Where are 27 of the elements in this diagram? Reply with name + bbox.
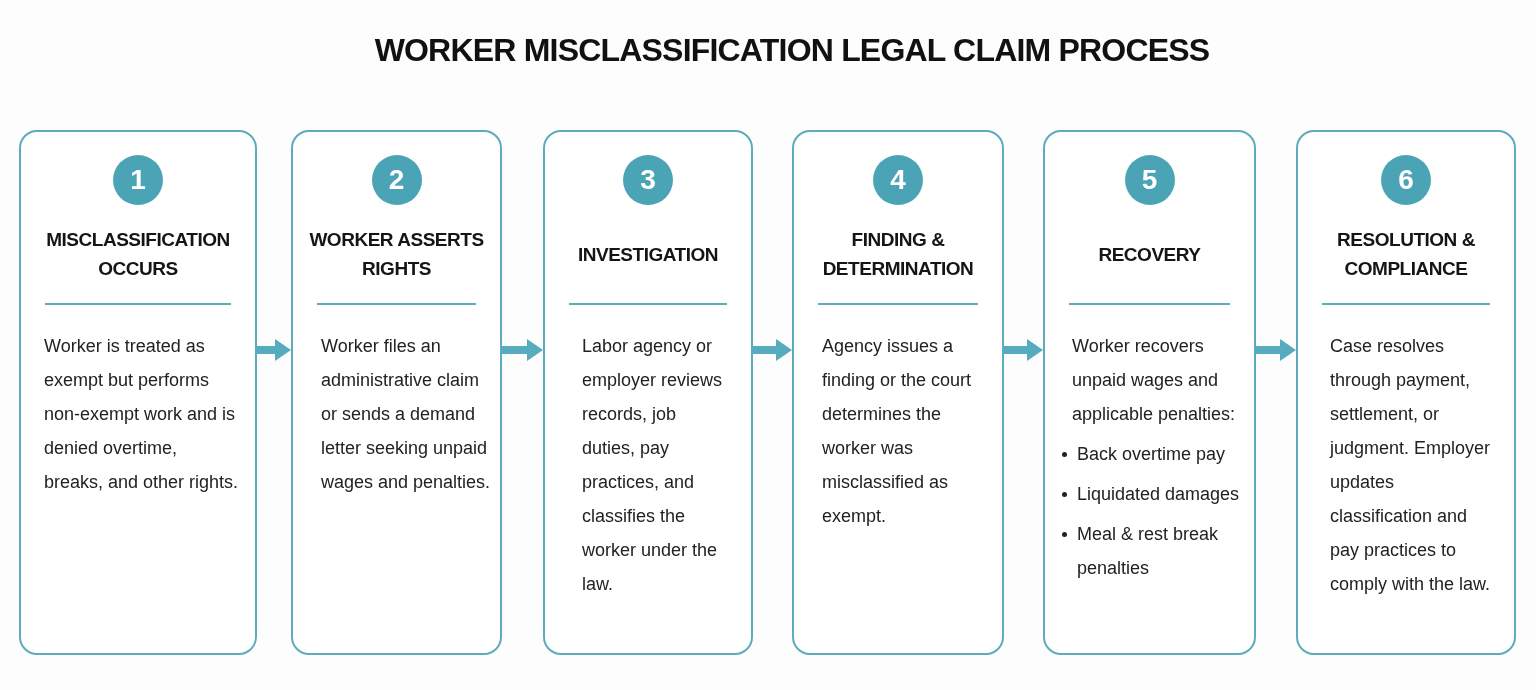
step-heading: RESOLUTION & COMPLIANCE — [1336, 228, 1476, 281]
step-card — [291, 130, 502, 655]
step-card — [1043, 130, 1256, 655]
step-card — [1296, 130, 1516, 655]
diagram-title: WORKER MISCLASSIFICATION LEGAL CLAIM PROCESS — [374, 31, 1210, 70]
step-description: Worker recovers unpaid wages and applicable penalties: — [1072, 335, 1237, 426]
arrow — [257, 339, 291, 361]
step-heading: INVESTIGATION — [577, 242, 719, 267]
arrow — [1256, 339, 1296, 361]
step-heading: WORKER ASSERTS RIGHTS — [308, 228, 485, 281]
arrow — [502, 339, 543, 361]
step-description: Agency issues a finding or the court determines the worker was misclassified as exempt. — [822, 335, 973, 528]
step-heading: FINDING & DETERMINATION — [821, 228, 975, 281]
bullet-text: Liquidated damages — [1077, 483, 1240, 506]
step-description: Labor agency or employer reviews records, job duties, pay practices, and classifies the worker under the law. — [582, 335, 724, 596]
arrow — [753, 339, 792, 361]
step-description: Worker is treated as exempt but performs non-exempt work and is denied overtime, breaks, and other rights. — [44, 335, 240, 494]
step-card — [543, 130, 753, 655]
bullet-text: Back overtime pay — [1077, 443, 1226, 466]
bullet-text: Meal & rest break penalties — [1077, 523, 1220, 580]
step-card — [19, 130, 257, 655]
step-heading: RECOVERY — [1098, 242, 1201, 267]
step-card — [792, 130, 1004, 655]
step-heading: MISCLASSIFICATION OCCURS — [45, 228, 231, 281]
arrow — [1004, 339, 1043, 361]
step-description: Case resolves through payment, settlement, or judgment. Employer updates classification and pay practices to comply with the law. — [1330, 335, 1492, 596]
step-description: Worker files an administrative claim or sends a demand letter seeking unpaid wages and penalties. — [321, 335, 491, 494]
